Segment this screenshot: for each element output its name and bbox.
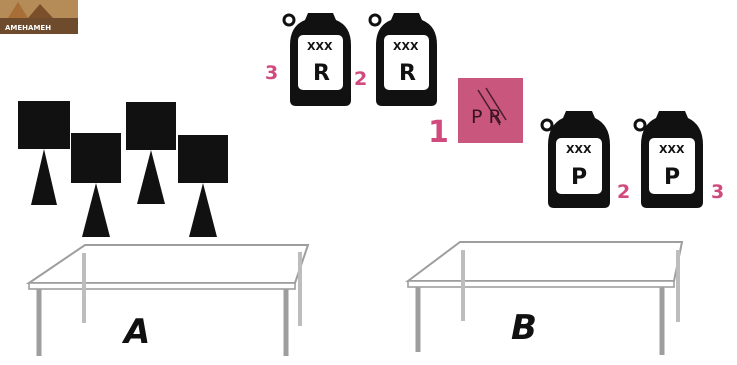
center-card-group: 1 P R (428, 78, 523, 150)
r-jar-1-handle (284, 15, 294, 25)
r-jar-1-letter: R (313, 61, 330, 86)
r-jar-1-number: 3 (265, 62, 278, 84)
r-jar-2-handle (370, 15, 380, 25)
r-jars: 3 XXX R 2 XXX R (265, 13, 437, 106)
object-triangle-4 (189, 183, 217, 237)
p-jar-2-handle (635, 120, 645, 130)
table-a[interactable]: A (29, 245, 308, 356)
table-b-front-edge (408, 281, 674, 287)
table-a-front-edge (29, 283, 295, 289)
object-square-2 (71, 133, 121, 183)
center-card-text: P R (471, 106, 502, 128)
p-jar-1[interactable]: XXX P 2 (542, 111, 630, 208)
p-jar-2-number: 3 (711, 181, 724, 203)
p-jar-1-handle (542, 120, 552, 130)
p-jars: XXX P 2 XXX P 3 (542, 111, 724, 208)
object-square-4 (178, 135, 228, 183)
logo: AMEHAMEH (0, 0, 78, 34)
r-jar-2[interactable]: 2 XXX R (354, 13, 437, 106)
r-jar-2-number: 2 (354, 68, 367, 90)
table-a-top (29, 245, 308, 283)
p-jar-2-letter: P (664, 165, 680, 190)
table-a-objects (18, 101, 228, 237)
r-jar-2-xxx: XXX (393, 40, 419, 53)
table-b-top (408, 242, 682, 281)
table-a-object-3[interactable] (126, 102, 176, 204)
table-a-object-2[interactable] (71, 133, 121, 237)
center-card-number: 1 (428, 115, 449, 150)
table-b[interactable]: B (408, 242, 682, 355)
p-jar-2-xxx: XXX (659, 143, 685, 156)
r-jar-1[interactable]: 3 XXX R (265, 13, 351, 106)
object-triangle-3 (137, 150, 165, 204)
object-square-3 (126, 102, 176, 150)
p-jar-1-number: 2 (617, 181, 630, 203)
object-triangle-2 (82, 183, 110, 237)
r-jar-1-xxx: XXX (307, 40, 333, 53)
table-b-label: B (511, 308, 537, 348)
p-jar-1-letter: P (571, 165, 587, 190)
object-square-1 (18, 101, 70, 149)
table-a-label: A (121, 312, 150, 352)
r-jar-2-letter: R (399, 61, 416, 86)
table-a-object-4[interactable] (178, 135, 228, 237)
table-a-object-1[interactable] (18, 101, 70, 205)
p-jar-2[interactable]: XXX P 3 (635, 111, 724, 208)
logo-text: AMEHAMEH (5, 24, 51, 32)
object-triangle-1 (31, 149, 57, 205)
p-jar-1-xxx: XXX (566, 143, 592, 156)
